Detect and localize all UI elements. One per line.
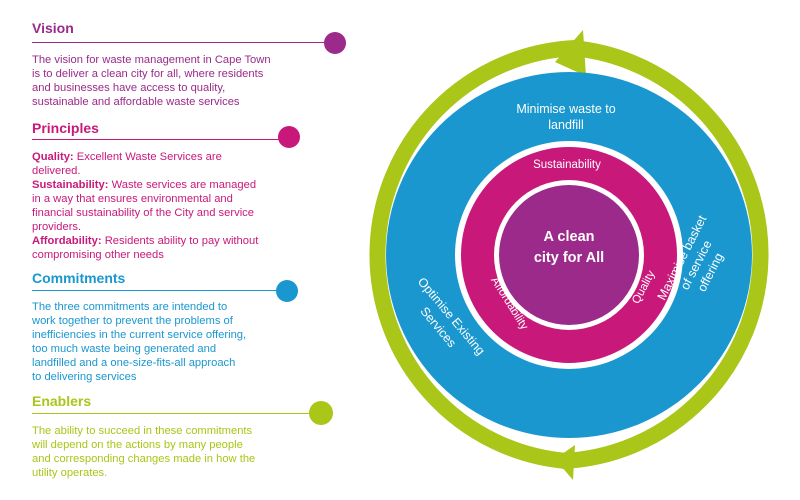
enablers-line: will depend on the actions by many peopl… [32,439,243,451]
enablers-text: The ability to succeed in these commitme… [32,424,255,480]
principle-desc: Excellent Waste Services are [73,151,222,163]
enablers-line: The ability to succeed in these commitme… [32,425,253,437]
commitments-line: inefficiencies in the current service of… [32,329,247,341]
commitments-heading: Commitments [32,270,126,286]
vision-line: is to deliver a clean city for all, wher… [32,68,264,80]
vision-line: and businesses have access to quality, [32,82,226,94]
vision-line: sustainable and affordable waste service… [32,96,240,108]
commitments-line: The three commitments are intended to [32,301,228,313]
commitments-rule [32,290,282,291]
commitments-text: The three commitments are intended to wo… [32,300,246,384]
commitments-line: too much waste being generated and [32,343,217,355]
core-label: A clean [543,229,594,245]
waste-management-ring-diagram: A clean city for All Minimise waste to l… [369,30,769,480]
vision-text: The vision for waste management in Cape … [32,53,271,109]
enablers-dot [309,401,333,425]
enablers-line: and corresponding changes made in how th… [32,453,256,465]
outer-arrow-ring-left [369,40,577,469]
commitments-line: landfilled and a one-size-fits-all appro… [32,357,236,369]
principle-quality: Quality: Excellent Waste Services are [32,150,258,164]
principle-desc: Residents ability to pay without [101,235,259,247]
principle-line: providers. [32,221,82,233]
principle-term: Affordability: [32,235,102,247]
enablers-heading: Enablers [32,393,92,409]
principle-desc: Waste services are managed [108,179,257,191]
principle-line: financial sustainability of the City and… [32,207,254,219]
enablers-line: utility operates. [32,467,108,479]
commitment-label-top: landfill [548,118,583,132]
commitments-line: to delivering services [32,371,137,383]
principles-text: Quality: Excellent Waste Services are de… [32,150,258,262]
commitment-label-top: Minimise waste to [516,102,615,116]
vision-line: The vision for waste management in Cape … [32,54,271,66]
principle-line: compromising other needs [32,249,164,261]
principle-affordability: Affordability: Residents ability to pay … [32,234,258,248]
principles-heading: Principles [32,120,99,136]
principle-line: in a way that ensures environmental and [32,193,233,205]
principle-term: Sustainability: [32,179,109,191]
commitments-dot [276,280,298,302]
arrow-head-top [555,30,586,76]
outer-arrow-ring-right [561,40,769,469]
principles-dot [278,126,300,148]
vision-heading: Vision [32,20,74,36]
arrow-head-bottom [555,445,575,480]
enablers-rule [32,413,314,414]
vision-rule [32,42,328,43]
vision-dot [324,32,346,54]
core-label: city for All [534,250,604,266]
vision-core [499,185,639,325]
principle-line: delivered. [32,165,81,177]
principle-sustainability: Sustainability: Waste services are manag… [32,178,258,192]
principle-term: Quality: [32,151,74,163]
commitments-line: work together to prevent the problems of [32,315,233,327]
principle-label-top: Sustainability [533,159,601,171]
principles-rule [32,139,282,140]
